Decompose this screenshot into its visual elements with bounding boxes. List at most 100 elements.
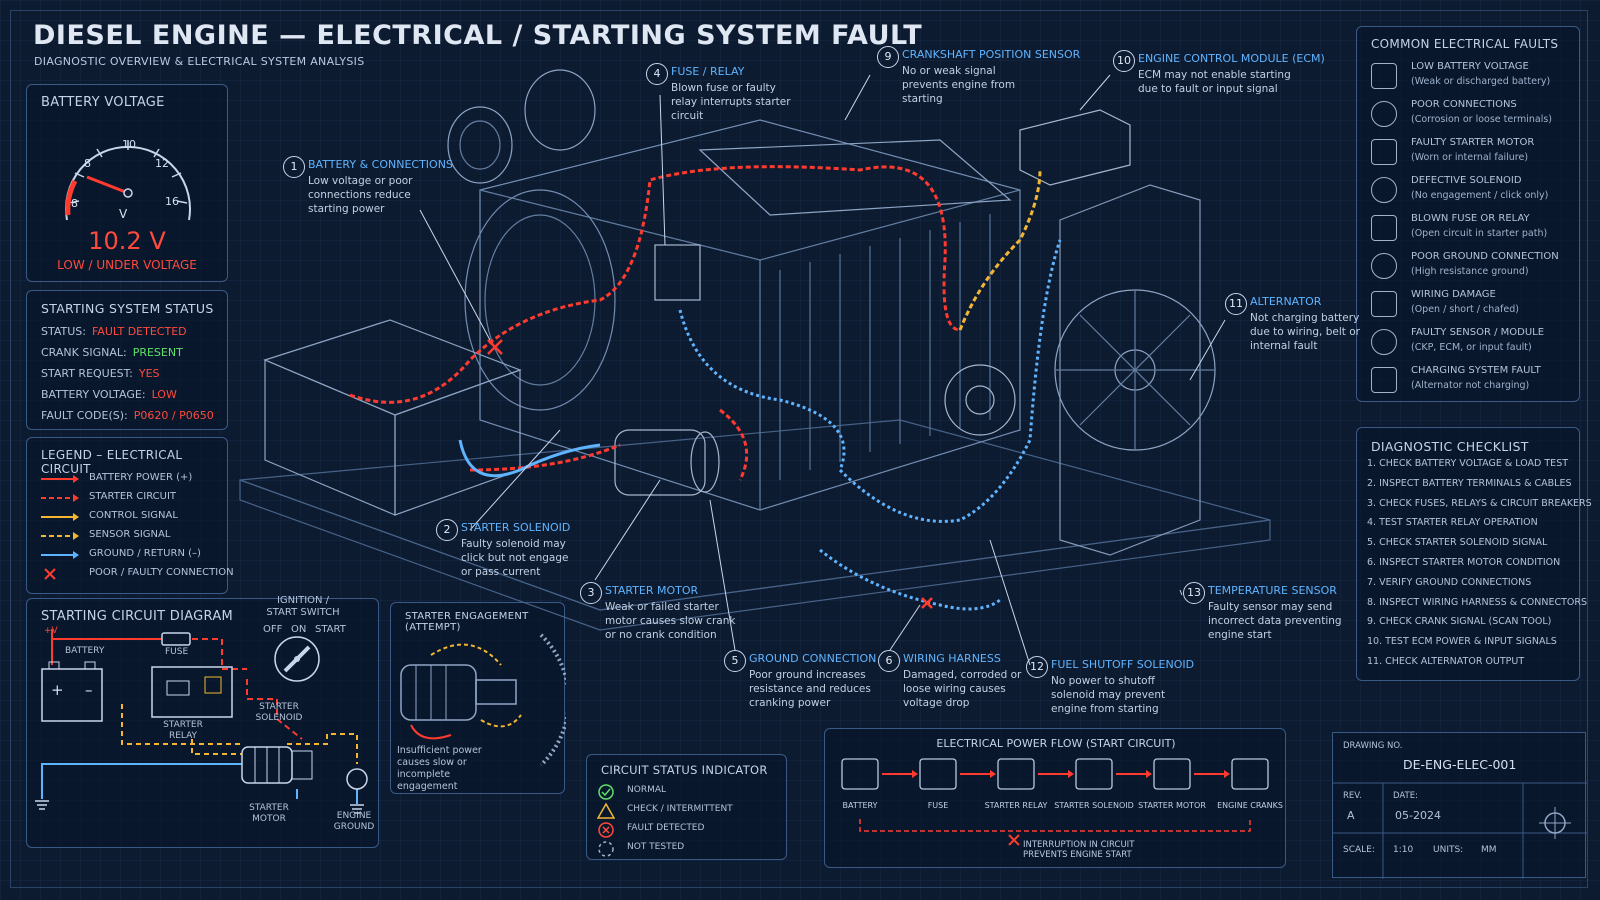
fault-desc: (CKP, ECM, or input fault)	[1411, 342, 1532, 353]
callout-text: Blown fuse or faulty relay interrupts st…	[671, 82, 791, 122]
callout-text: Weak or failed starter motor causes slow…	[605, 601, 736, 641]
units-value: MM	[1481, 845, 1497, 855]
schematic-plus: +	[51, 681, 64, 699]
callout-10: ENGINE CONTROL MODULE (ECM) ECM may not e…	[1138, 52, 1325, 96]
fault-title: LOW BATTERY VOLTAGE	[1411, 61, 1529, 72]
engine-ground-meter-icon	[346, 768, 368, 790]
starting-circuit-schematic	[35, 629, 368, 814]
callout-number-10: 10	[1113, 50, 1135, 72]
status-indicator-label: NOT TESTED	[627, 842, 685, 852]
common-faults-panel: COMMON ELECTRICAL FAULTS LOW BATTERY VOL…	[1356, 26, 1580, 402]
solenoid-icon	[1371, 177, 1397, 203]
fault-desc: (High resistance ground)	[1411, 266, 1529, 277]
schematic-v-label: +V	[44, 626, 58, 636]
fault-desc: (Open / short / chafed)	[1411, 304, 1519, 315]
rev-label: REV.	[1343, 791, 1362, 801]
callout-title: STARTER MOTOR	[605, 584, 699, 597]
status-row-label: STATUS:	[41, 325, 86, 338]
page-title: DIESEL ENGINE — ELECTRICAL / STARTING SY…	[33, 20, 923, 51]
circuit-diagram-title: STARTING CIRCUIT DIAGRAM	[41, 609, 234, 624]
callout-title: CRANKSHAFT POSITION SENSOR	[902, 48, 1081, 61]
checklist-item: 2. INSPECT BATTERY TERMINALS & CABLES	[1367, 477, 1572, 489]
callout-text: ECM may not enable starting due to fault…	[1138, 69, 1291, 95]
battery-voltage-panel: BATTERY VOLTAGE 8 10 12 16 8 V 10.2 V LO…	[26, 84, 228, 282]
alternator-icon	[1371, 367, 1397, 393]
gauge-tick-12: 12	[155, 157, 169, 170]
flow-step-label: BATTERY	[843, 801, 878, 810]
callout-4: FUSE / RELAY Blown fuse or faulty relay i…	[671, 65, 791, 123]
callout-title: FUEL SHUTOFF SOLENOID	[1051, 658, 1195, 671]
switch-pos-off: OFF	[263, 624, 283, 635]
schematic-fuse-icon	[161, 632, 191, 646]
status-row-value: P0620 / P0650	[133, 409, 214, 422]
status-indicator-label: NORMAL	[627, 785, 667, 795]
legend-swatch	[41, 513, 79, 521]
flow-step	[997, 758, 1035, 790]
status-row-value: YES	[138, 367, 160, 380]
schematic-motor-label: STARTER MOTOR	[249, 803, 289, 824]
legend-swatch	[41, 532, 79, 540]
callout-text: No or weak signal prevents engine from s…	[902, 65, 1016, 105]
checklist-item: 11. CHECK ALTERNATOR OUTPUT	[1367, 656, 1525, 667]
drawing-no: DE-ENG-ELEC-001	[1403, 757, 1517, 772]
battery-voltage-value: 10.2 V	[88, 227, 166, 255]
legend-item-label: BATTERY POWER (+)	[89, 472, 193, 483]
legend-item-label: POOR / FAULTY CONNECTION	[89, 567, 234, 578]
battery-voltage-status: LOW / UNDER VOLTAGE	[57, 258, 197, 272]
callout-title: ALTERNATOR	[1250, 295, 1322, 308]
fault-desc: (Worn or internal failure)	[1411, 152, 1529, 163]
schematic-relay-icon	[151, 666, 233, 718]
legend-item-label: SENSOR SIGNAL	[89, 529, 171, 540]
check-circle-icon	[598, 784, 614, 800]
schematic-minus: –	[85, 681, 93, 699]
fault-title: FAULTY STARTER MOTOR	[1411, 137, 1535, 148]
power-flow-title: ELECTRICAL POWER FLOW (START CIRCUIT)	[936, 737, 1176, 750]
fault-title: CHARGING SYSTEM FAULT	[1411, 365, 1541, 376]
fault-title: POOR GROUND CONNECTION	[1411, 251, 1559, 262]
fault-title: DEFECTIVE SOLENOID	[1411, 175, 1522, 186]
flow-step	[919, 758, 957, 790]
callout-number-3: 3	[580, 582, 602, 604]
legend-item-label: CONTROL SIGNAL	[89, 510, 178, 521]
starter-engagement-panel: STARTER ENGAGEMENT (ATTEMPT) Insufficien…	[390, 602, 566, 794]
fuse-icon	[1371, 215, 1397, 241]
terminal-icon	[1371, 101, 1397, 127]
gauge-tick-low: 8	[71, 197, 78, 210]
dashed-circle-icon	[598, 841, 614, 857]
legend-swatch	[44, 568, 56, 580]
scale-label: SCALE:	[1343, 845, 1375, 855]
gauge-needle	[86, 175, 129, 195]
circuit-diagram-panel: STARTING CIRCUIT DIAGRAM IGNITION / STAR…	[26, 595, 379, 848]
callout-number-13: 13	[1183, 582, 1205, 604]
schematic-battery-icon	[41, 668, 103, 722]
battery-voltage-title: BATTERY VOLTAGE	[41, 95, 165, 110]
callout-9: CRANKSHAFT POSITION SENSOR No or weak sig…	[902, 48, 1081, 106]
gauge-tick-16: 16	[165, 195, 179, 208]
callout-title: ENGINE CONTROL MODULE (ECM)	[1138, 52, 1325, 65]
checklist-item: 1. CHECK BATTERY VOLTAGE & LOAD TEST	[1367, 458, 1569, 469]
status-row: STATUS:FAULT DETECTED	[41, 325, 187, 338]
callout-title: GROUND CONNECTION	[749, 652, 877, 665]
status-row-label: FAULT CODE(S):	[41, 409, 128, 422]
status-row-value: LOW	[151, 388, 177, 401]
schematic-relay-label: STARTER RELAY	[163, 720, 203, 741]
fault-desc: (Open circuit in starter path)	[1411, 228, 1548, 239]
callout-title: FUSE / RELAY	[671, 65, 745, 78]
callout-text: Faulty solenoid may click but not engage…	[461, 538, 569, 578]
checklist-item: 7. VERIFY GROUND CONNECTIONS	[1367, 576, 1532, 588]
title-block-grid	[1333, 782, 1587, 879]
legend-title: LEGEND – ELECTRICAL CIRCUIT	[41, 448, 183, 476]
starting-status-panel: STARTING SYSTEM STATUS STATUS:FAULT DETE…	[26, 290, 228, 430]
battery-icon	[1371, 63, 1397, 89]
page-subtitle: DIAGNOSTIC OVERVIEW & ELECTRICAL SYSTEM …	[34, 55, 365, 68]
callout-number-2: 2	[436, 519, 458, 541]
power-flow-note: INTERRUPTION IN CIRCUIT PREVENTS ENGINE …	[1023, 840, 1135, 860]
scale-value: 1:10	[1393, 845, 1414, 855]
checklist-title: DIAGNOSTIC CHECKLIST	[1371, 439, 1529, 454]
flow-step-label: STARTER MOTOR	[1138, 801, 1206, 810]
callout-text: Not charging battery due to wiring, belt…	[1250, 312, 1360, 352]
callout-title: WIRING HARNESS	[903, 652, 1001, 665]
interruption-x-icon	[1008, 834, 1020, 846]
